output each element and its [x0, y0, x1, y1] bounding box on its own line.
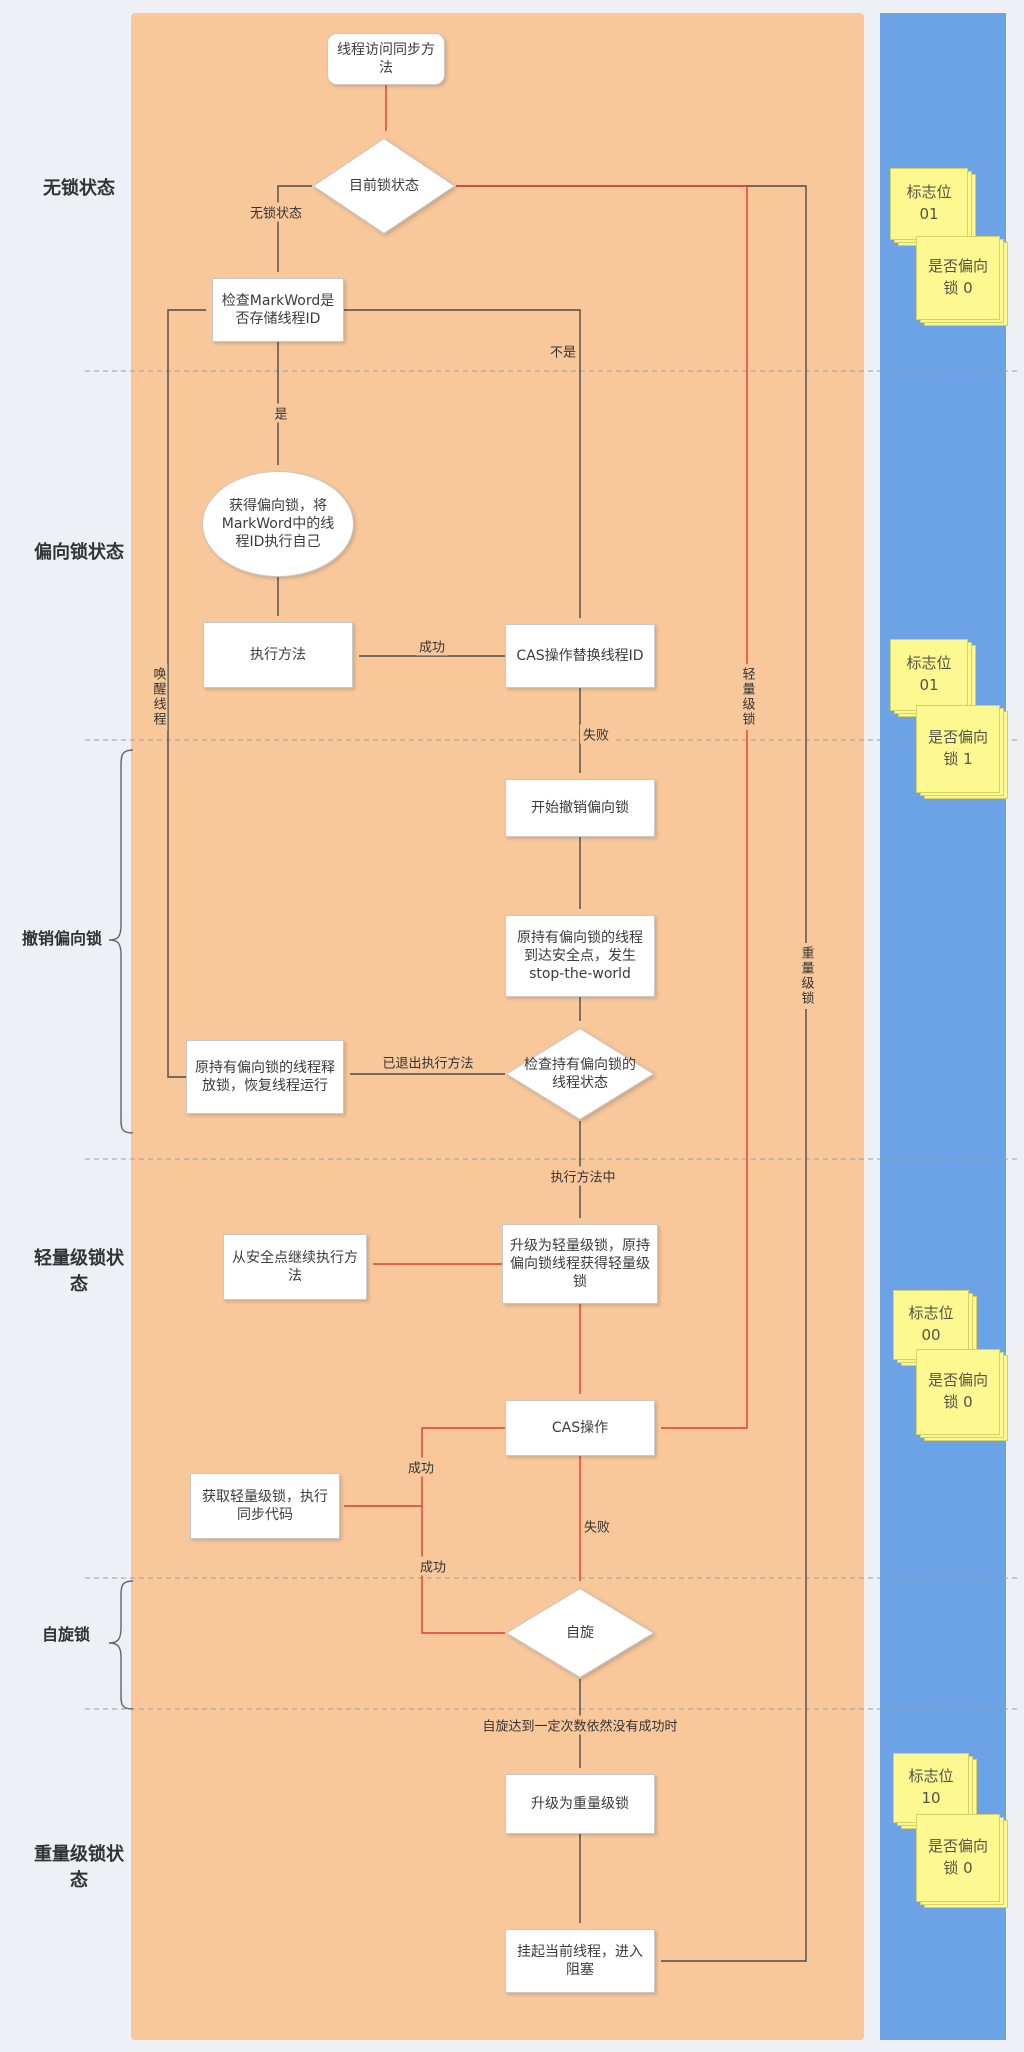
- note-bias-4: 是否偏向锁 0: [916, 1814, 1000, 1902]
- edge-label-exited: 已退出执行方法: [379, 1052, 477, 1072]
- note-text: 标志位 01: [906, 654, 952, 694]
- node-get-light: 获取轻量级锁，执行同步代码: [190, 1473, 340, 1539]
- edge-label-yes: 是: [271, 403, 291, 423]
- phase-label-biased: 偏向锁状态: [34, 538, 124, 564]
- note-text: 是否偏向锁 0: [927, 1837, 988, 1877]
- node-start: 线程访问同步方法: [327, 33, 445, 85]
- phase-label-text: 偏向锁状态: [34, 542, 124, 563]
- node-label: 原持有偏向锁的线程到达安全点，发生stop-the-world: [517, 929, 643, 983]
- note-flag-3: 标志位00: [893, 1290, 969, 1360]
- state-note-strip: [880, 13, 1006, 2040]
- node-label: 开始撤销偏向锁: [531, 799, 629, 816]
- note-bias-3: 是否偏向锁 0: [916, 1349, 1000, 1435]
- phase-label-text: 自旋锁: [41, 1625, 91, 1644]
- note-text: 标志位 01: [906, 183, 952, 223]
- node-cas-replace: CAS操作替换线程ID: [505, 624, 655, 688]
- node-upgrade-heavy: 升级为重量级锁: [505, 1774, 655, 1834]
- node-suspend: 挂起当前线程，进入阻塞: [505, 1929, 655, 1993]
- node-label: 升级为轻量级锁，原持偏向锁线程获得轻量级锁: [510, 1237, 650, 1291]
- note-text: 标志位00: [908, 1304, 954, 1344]
- node-label: CAS操作替换线程ID: [516, 647, 644, 664]
- edge-label-no: 不是: [546, 341, 580, 361]
- note-bias-1: 是否偏向锁 0: [916, 236, 1000, 320]
- edge-label-heavy-lock: 重量级锁: [796, 943, 816, 1009]
- node-label: 原持有偏向锁的线程释放锁，恢复线程运行: [195, 1059, 335, 1094]
- note-text: 是否偏向锁 0: [927, 257, 988, 297]
- edge-label-executing: 执行方法中: [547, 1166, 619, 1186]
- phase-label-revoke: 撤销偏向锁: [22, 925, 102, 949]
- edge-label-fail-2: 失败: [580, 1516, 614, 1536]
- node-stop-world: 原持有偏向锁的线程到达安全点，发生stop-the-world: [505, 915, 655, 997]
- edge-label-wake-thread: 唤醒线程: [148, 664, 168, 730]
- node-label: 挂起当前线程，进入阻塞: [517, 1943, 643, 1978]
- node-label: 检查MarkWord是否存储线程ID: [221, 292, 335, 327]
- diamond-shape: [312, 137, 456, 235]
- edge-nolock: [277, 185, 312, 272]
- node-label: 执行方法: [250, 646, 306, 663]
- node-label: 获取轻量级锁，执行同步代码: [202, 1488, 328, 1523]
- node-release-lock: 原持有偏向锁的线程释放锁，恢复线程运行: [186, 1040, 344, 1114]
- edge-label-fail-1: 失败: [579, 724, 613, 744]
- note-flag-1: 标志位 01: [890, 168, 968, 240]
- diamond-shape: [505, 1027, 655, 1121]
- phase-label-text: 轻量级锁状态: [34, 1248, 124, 1295]
- edge-label-no-lock: 无锁状态: [246, 202, 306, 222]
- node-start-revoke: 开始撤销偏向锁: [505, 779, 655, 837]
- node-upgrade-light: 升级为轻量级锁，原持偏向锁线程获得轻量级锁: [502, 1224, 658, 1304]
- note-flag-2: 标志位 01: [890, 639, 968, 711]
- phase-label-heavyweight: 重量级锁状态: [29, 1840, 129, 1892]
- node-acquire-bias: 获得偏向锁，将MarkWord中的线程ID执行自己: [202, 471, 354, 577]
- phase-label-text: 重量级锁状态: [34, 1844, 124, 1891]
- note-text: 是否偏向锁 1: [927, 728, 988, 768]
- edge-label-success-2: 成功: [404, 1457, 438, 1477]
- node-label: 获得偏向锁，将MarkWord中的线程ID执行自己: [221, 497, 335, 551]
- note-bias-2: 是否偏向锁 1: [916, 705, 1000, 793]
- flow-panel-background: [131, 13, 864, 2040]
- phase-label-text: 无锁状态: [43, 178, 115, 199]
- node-spin: 自旋: [505, 1587, 655, 1679]
- edge-label-success-3: 成功: [416, 1556, 450, 1576]
- note-flag-4: 标志位10: [893, 1753, 969, 1823]
- node-label: 线程访问同步方法: [337, 41, 435, 76]
- node-label: 从安全点继续执行方法: [232, 1249, 358, 1284]
- phase-label-no-lock: 无锁状态: [43, 174, 115, 200]
- diamond-shape: [505, 1587, 655, 1679]
- phase-label-spin: 自旋锁: [42, 1621, 90, 1645]
- edge-light-lock-path: [456, 185, 748, 1429]
- node-check-markword: 检查MarkWord是否存储线程ID: [212, 278, 344, 342]
- edge-spin-success: [421, 1506, 505, 1634]
- node-label: 升级为重量级锁: [531, 1795, 629, 1812]
- node-label: 自旋: [566, 1624, 594, 1641]
- brace-revoke-bias: [108, 749, 134, 1134]
- note-text: 标志位10: [908, 1767, 954, 1807]
- edge-no: [344, 309, 581, 618]
- note-text: 是否偏向锁 0: [927, 1371, 988, 1411]
- edge-label-light-lock: 轻量级锁: [737, 664, 757, 730]
- node-label: 目前锁状态: [349, 177, 419, 194]
- node-lock-state: 目前锁状态: [312, 137, 456, 235]
- node-continue-safe: 从安全点继续执行方法: [223, 1234, 367, 1300]
- edge-label-spin-fail: 自旋达到一定次数依然没有成功时: [479, 1715, 681, 1735]
- node-execute: 执行方法: [203, 622, 353, 688]
- edge-wake-loop: [167, 309, 206, 1078]
- node-label: 检查持有偏向锁的线程状态: [524, 1056, 636, 1091]
- edge-label-success-1: 成功: [415, 636, 449, 656]
- phase-label-text: 撤销偏向锁: [21, 929, 103, 948]
- node-label: CAS操作: [551, 1419, 609, 1436]
- node-cas-op: CAS操作: [505, 1400, 655, 1456]
- phase-label-lightweight: 轻量级锁状态: [29, 1244, 129, 1296]
- brace-spin-lock: [108, 1580, 134, 1710]
- node-check-thread: 检查持有偏向锁的线程状态: [505, 1027, 655, 1121]
